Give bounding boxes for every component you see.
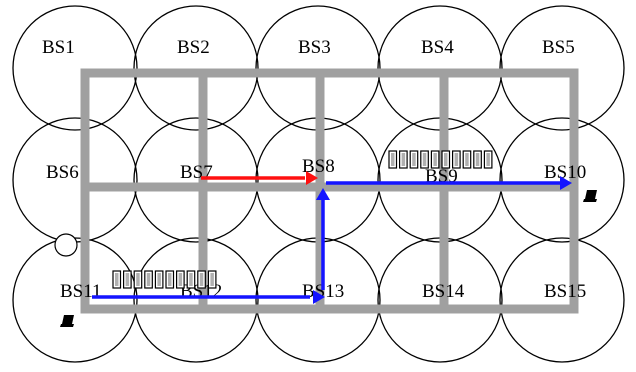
laptop-icon xyxy=(583,190,597,202)
arrowhead-bs8 xyxy=(316,188,330,200)
packet-fill xyxy=(199,273,204,286)
packet-fill xyxy=(401,153,406,166)
laptop-screen xyxy=(62,315,74,324)
laptop-base xyxy=(60,324,74,327)
cell-bs12 xyxy=(133,237,259,363)
packet-fill xyxy=(125,273,130,286)
label-bs2: BS2 xyxy=(177,37,210,58)
packet-fill xyxy=(168,273,172,286)
packet-fill xyxy=(178,273,183,286)
arrowhead-red xyxy=(306,171,318,185)
cell-bs1 xyxy=(12,5,138,131)
laptop-icon xyxy=(60,315,74,327)
packet-queue-icon xyxy=(388,150,493,169)
packet-fill xyxy=(412,153,416,166)
label-bs8: BS8 xyxy=(302,156,335,177)
cell-bs15 xyxy=(499,237,625,363)
cell-bs7 xyxy=(133,117,259,243)
node-circle-icon xyxy=(54,233,78,257)
cell-bs5 xyxy=(499,5,625,131)
label-bs7: BS7 xyxy=(180,162,213,183)
packet-fill xyxy=(157,273,161,286)
label-bs1: BS1 xyxy=(42,37,75,58)
devices-layer xyxy=(54,150,597,327)
packet-fill xyxy=(146,273,151,286)
packet-fill xyxy=(433,153,437,166)
packet-fill xyxy=(115,273,119,286)
packet-fill xyxy=(465,153,469,166)
packet-fill xyxy=(422,153,427,166)
label-bs11: BS11 xyxy=(60,281,102,302)
packet-fill xyxy=(486,153,490,166)
backhaul-grid xyxy=(80,68,579,314)
label-bs14: BS14 xyxy=(422,281,465,302)
packet-fill xyxy=(136,273,140,286)
cell-bs2 xyxy=(133,5,259,131)
label-bs13: BS13 xyxy=(302,281,344,302)
label-bs4: BS4 xyxy=(421,37,454,58)
packet-fill xyxy=(454,153,459,166)
packet-fill xyxy=(210,273,214,286)
label-bs6: BS6 xyxy=(46,162,79,183)
label-bs3: BS3 xyxy=(298,37,331,58)
arrowhead-bs10 xyxy=(560,176,572,190)
label-bs10: BS10 xyxy=(544,162,586,183)
laptop-base xyxy=(583,199,597,202)
packet-fill xyxy=(475,153,480,166)
packet-fill xyxy=(189,273,193,286)
packet-fill xyxy=(444,153,448,166)
packet-fill xyxy=(391,153,395,166)
cell-bs10 xyxy=(499,117,625,243)
packet-queue-icon xyxy=(112,270,217,289)
routing-paths xyxy=(92,171,572,304)
arrowhead-bs13 xyxy=(313,290,325,304)
laptop-screen xyxy=(585,190,597,199)
label-bs5: BS5 xyxy=(542,37,575,58)
label-bs15: BS15 xyxy=(544,281,586,302)
